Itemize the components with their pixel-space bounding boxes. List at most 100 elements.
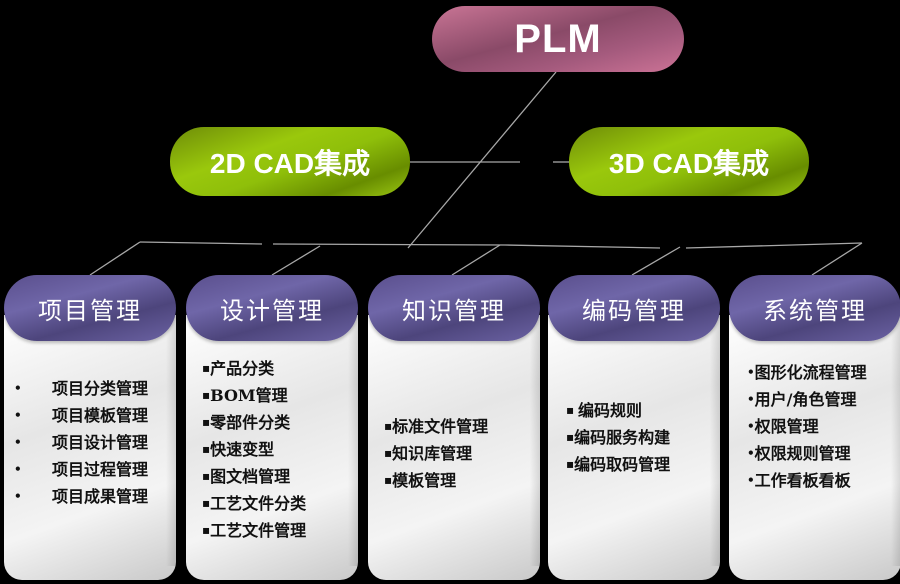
module-item-list: • 项目分类管理 • 项目模板管理 • 项目设计管理 •项目过程管理 • 项目成果管理: [4, 375, 176, 510]
list-item-label: 知识库管理: [392, 444, 473, 463]
list-item: • 项目设计管理: [4, 429, 176, 456]
list-item: • 项目模板管理: [4, 402, 176, 429]
list-item: •图形化流程管理: [747, 359, 900, 386]
list-item-label: 项目模板管理: [52, 406, 149, 425]
list-item-label: 编码取码管理: [574, 455, 671, 474]
list-item-label: 项目成果管理: [52, 487, 149, 506]
list-item: •权限管理: [747, 413, 900, 440]
list-item: •工作看板看板: [747, 467, 900, 494]
connector-bus: [272, 243, 661, 249]
2d-cad-label: 2D CAD集成: [209, 147, 371, 179]
module-card-body: ▪编码规则 ▪编码服务构建 ▪编码取码管理: [548, 315, 720, 580]
bullet-icon: ▪: [566, 403, 575, 417]
module-header-design-management[interactable]: 设计管理: [186, 275, 358, 341]
bullet-icon: •: [747, 473, 755, 487]
bullet-icon: ▪: [202, 388, 211, 402]
module-card-project-management: •项目分类管理 •项目模板管理 •项目设计管理 •项目过程管理 •项目成果管理 …: [4, 275, 176, 580]
list-item-label: BOM管理: [210, 386, 288, 405]
bullet-icon: ▪: [384, 419, 393, 433]
plm-root-label: PLM: [514, 16, 602, 61]
list-item: ▪BOM管理: [202, 382, 358, 409]
bullet-icon: ▪: [202, 415, 211, 429]
list-item: ▪知识库管理: [384, 440, 540, 467]
module-card-body: •图形化流程管理 •用户/角色管理 •权限管理 •权限规则管理 •工作看板看板: [729, 315, 900, 580]
module-header-system-management[interactable]: 系统管理: [729, 275, 900, 341]
list-item-label: 工作看板看板: [754, 471, 851, 490]
list-item-label: 快速变型: [210, 440, 275, 459]
module-item-list: ▪标准文件管理 ▪知识库管理 ▪模板管理: [368, 413, 540, 494]
module-card-coding-management: ▪编码规则 ▪编码服务构建 ▪编码取码管理 编码管理: [548, 275, 720, 580]
connector-root-trunk: [407, 71, 557, 249]
module-header-coding-management[interactable]: 编码管理: [548, 275, 720, 341]
bullet-icon: •: [14, 408, 22, 422]
list-item-label: 图文档管理: [210, 467, 291, 486]
list-item: ▪编码规则: [566, 397, 720, 424]
bullet-icon: •: [14, 381, 22, 395]
list-item-label: 零部件分类: [210, 413, 291, 432]
3d-cad-integration-node[interactable]: 3D CAD集成: [569, 127, 809, 196]
module-card-body: • 项目分类管理 • 项目模板管理 • 项目设计管理 •项目过程管理 • 项目成果管理: [4, 315, 176, 580]
list-item: ▪产品分类: [202, 355, 358, 382]
module-item-list: ▪编码规则 ▪编码服务构建 ▪编码取码管理: [548, 397, 720, 478]
list-item-label: 编码服务构建: [574, 428, 671, 447]
bullet-icon: ▪: [566, 430, 575, 444]
list-item-label: 产品分类: [210, 359, 275, 378]
list-item: ▪零部件分类: [202, 409, 358, 436]
list-item: ▪编码取码管理: [566, 451, 720, 478]
module-card-system-management: •图形化流程管理 •用户/角色管理 •权限管理 •权限规则管理 •工作看板看板 …: [729, 275, 900, 580]
bullet-icon: ▪: [202, 442, 211, 456]
list-item: • 项目分类管理: [4, 375, 176, 402]
list-item: ▪工艺文件分类: [202, 490, 358, 517]
module-title: 知识管理: [402, 296, 506, 325]
bullet-icon: •: [747, 365, 755, 379]
module-card-body: ▪标准文件管理 ▪知识库管理 ▪模板管理: [368, 315, 540, 580]
connector-bus: [139, 241, 263, 245]
list-item-label: 图形化流程管理: [754, 363, 867, 382]
list-item: •权限规则管理: [747, 440, 900, 467]
bullet-icon: •: [747, 392, 755, 406]
module-card-body: ▪产品分类 ▪BOM管理 ▪零部件分类 ▪快速变型 ▪图文档管理 ▪工艺文件分类…: [186, 315, 358, 580]
list-item-label: 项目设计管理: [52, 433, 149, 452]
module-title: 编码管理: [582, 296, 686, 325]
bullet-icon: ▪: [384, 446, 393, 460]
list-item-label: 权限规则管理: [754, 444, 851, 463]
module-title: 项目管理: [38, 296, 142, 325]
module-card-knowledge-management: ▪标准文件管理 ▪知识库管理 ▪模板管理 知识管理: [368, 275, 540, 580]
list-item: ▪标准文件管理: [384, 413, 540, 440]
list-item: ▪模板管理: [384, 467, 540, 494]
bullet-icon: •: [747, 419, 755, 433]
3d-cad-label: 3D CAD集成: [608, 147, 770, 179]
connector-module-2: [271, 245, 321, 276]
bullet-icon: ▪: [566, 457, 575, 471]
module-header-knowledge-management[interactable]: 知识管理: [368, 275, 540, 341]
list-item-label: 编码规则: [578, 401, 643, 420]
bullet-icon: •: [14, 462, 22, 476]
module-item-list: •图形化流程管理 •用户/角色管理 •权限管理 •权限规则管理 •工作看板看板: [729, 359, 900, 494]
list-item: •项目过程管理: [4, 456, 176, 483]
list-item-label: 标准文件管理: [392, 417, 489, 436]
list-item-label: 模板管理: [392, 471, 457, 490]
2d-cad-integration-node[interactable]: 2D CAD集成: [170, 127, 410, 196]
list-item-label: 工艺文件分类: [210, 494, 307, 513]
connector-module-3: [451, 244, 501, 276]
bullet-icon: ▪: [202, 523, 211, 537]
bullet-icon: ▪: [202, 469, 211, 483]
list-item: ▪快速变型: [202, 436, 358, 463]
connector-module-5: [811, 242, 863, 276]
plm-root-node[interactable]: PLM: [432, 6, 684, 72]
list-item: •用户/角色管理: [747, 386, 900, 413]
bullet-icon: ▪: [384, 473, 393, 487]
list-item-label: 项目分类管理: [52, 379, 149, 398]
list-item: ▪编码服务构建: [566, 424, 720, 451]
module-item-list: ▪产品分类 ▪BOM管理 ▪零部件分类 ▪快速变型 ▪图文档管理 ▪工艺文件分类…: [186, 355, 358, 544]
bullet-icon: ▪: [202, 496, 211, 510]
module-header-project-management[interactable]: 项目管理: [4, 275, 176, 341]
module-title: 系统管理: [763, 296, 867, 325]
bullet-icon: •: [747, 446, 755, 460]
bullet-icon: •: [14, 435, 22, 449]
list-item-label: 工艺文件管理: [210, 521, 307, 540]
module-title: 设计管理: [220, 296, 324, 325]
list-item: ▪图文档管理: [202, 463, 358, 490]
bullet-icon: •: [14, 489, 22, 503]
